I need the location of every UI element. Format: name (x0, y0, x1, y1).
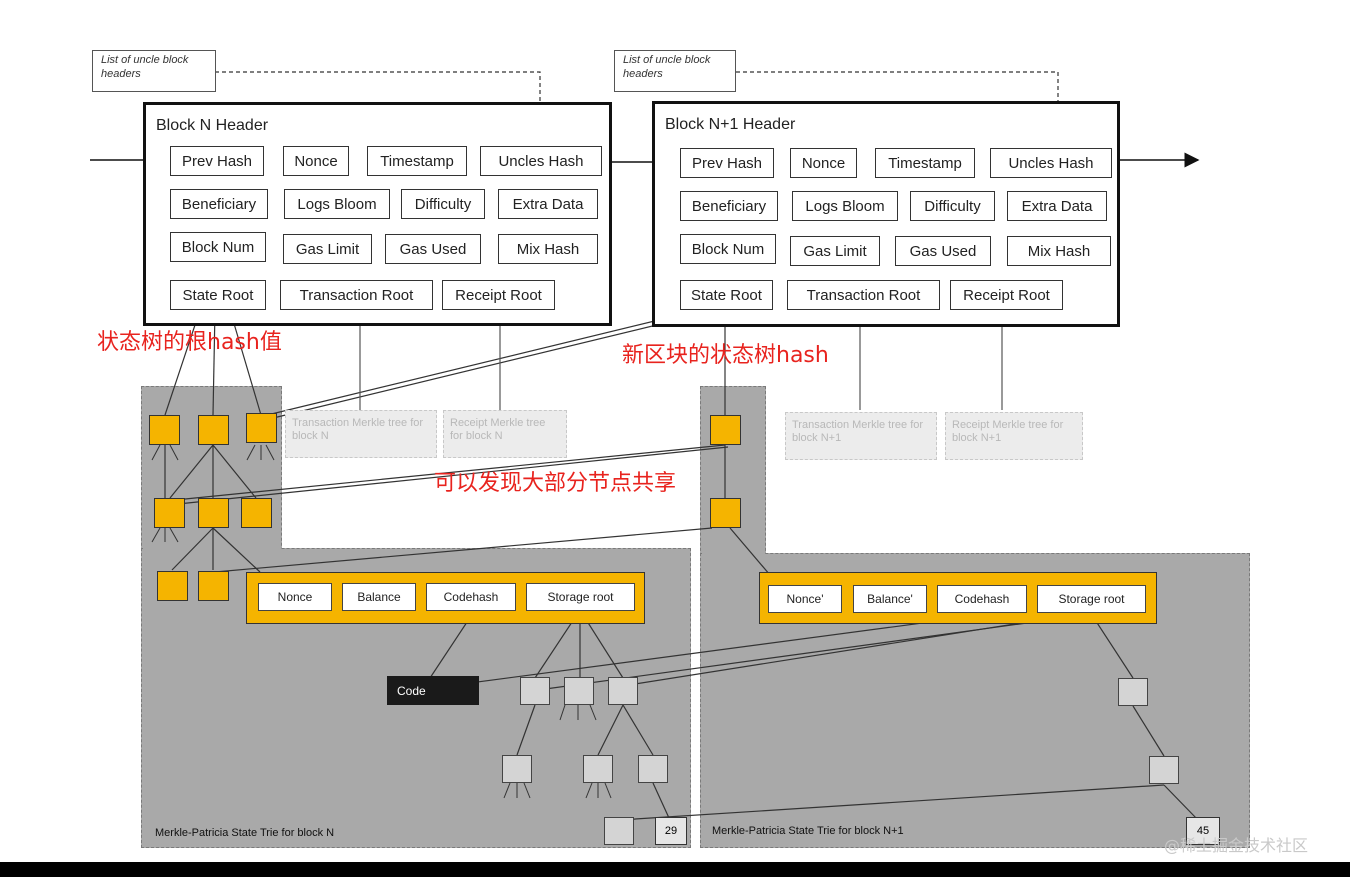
block-n1-prev-hash: Prev Hash (680, 148, 774, 178)
account-n1-codehash: Codehash (937, 585, 1027, 613)
block-n-mix-hash: Mix Hash (498, 234, 598, 264)
block-n-receipt-root: Receipt Root (442, 280, 555, 310)
bottom-bar (0, 862, 1350, 877)
block-n-difficulty: Difficulty (401, 189, 485, 219)
account-n-nonce: Nonce (258, 583, 332, 611)
account-n1-nonce: Nonce' (768, 585, 842, 613)
trie-node (154, 498, 185, 528)
annotation-state-root: 状态树的根hash值 (97, 330, 282, 355)
account-n1-balance: Balance' (853, 585, 927, 613)
block-n-gas-limit: Gas Limit (283, 234, 372, 264)
trie-node (198, 415, 229, 445)
trie-label-left: Merkle-Patricia State Trie for block N (155, 827, 335, 839)
block-n1-gas-limit: Gas Limit (790, 236, 880, 266)
storage-node (1149, 756, 1179, 784)
block-n-gas-used: Gas Used (385, 234, 481, 264)
block-n1-uncles-hash: Uncles Hash (990, 148, 1112, 178)
trie-node (710, 498, 741, 528)
block-n1-timestamp: Timestamp (875, 148, 975, 178)
block-n1-logs-bloom: Logs Bloom (792, 191, 898, 221)
tx-merkle-tree-n: Transaction Merkle tree for block N (285, 410, 437, 458)
block-n-extra-data: Extra Data (498, 189, 598, 219)
account-n-balance: Balance (342, 583, 416, 611)
block-n-logs-bloom: Logs Bloom (284, 189, 390, 219)
receipt-merkle-tree-n: Receipt Merkle tree for block N (443, 410, 567, 458)
node-number-left: 29 (655, 817, 687, 845)
block-n-prev-hash: Prev Hash (170, 146, 264, 176)
block-n-state-root: State Root (170, 280, 266, 310)
storage-node (583, 755, 613, 783)
receipt-merkle-tree-n1: Receipt Merkle tree for block N+1 (945, 412, 1083, 460)
block-n1-block-num: Block Num (680, 234, 776, 264)
block-n-block-num: Block Num (170, 232, 266, 262)
block-n1-transaction-root: Transaction Root (787, 280, 940, 310)
trie-node (198, 571, 229, 601)
code-box: Code (387, 676, 479, 705)
block-n-beneficiary: Beneficiary (170, 189, 268, 219)
trie-node (710, 415, 741, 445)
storage-node (502, 755, 532, 783)
block-n1-difficulty: Difficulty (910, 191, 995, 221)
block-n-transaction-root: Transaction Root (280, 280, 433, 310)
block-n-nonce: Nonce (283, 146, 349, 176)
block-n1-mix-hash: Mix Hash (1007, 236, 1111, 266)
annotation-new-block: 新区块的状态树hash (622, 343, 829, 368)
storage-node (1118, 678, 1148, 706)
block-n1-state-root: State Root (680, 280, 773, 310)
trie-node (198, 498, 229, 528)
account-n1-storage-root: Storage root (1037, 585, 1146, 613)
block-n1-title: Block N+1 Header (665, 116, 796, 133)
block-n1-beneficiary: Beneficiary (680, 191, 778, 221)
block-n-uncles-hash: Uncles Hash (480, 146, 602, 176)
annotation-shared-nodes: 可以发现大部分节点共享 (434, 471, 677, 496)
block-n1-nonce: Nonce (790, 148, 857, 178)
uncle-headers-note-left: List of uncle block headers (92, 50, 216, 92)
account-n-codehash: Codehash (426, 583, 516, 611)
block-n1-gas-used: Gas Used (895, 236, 991, 266)
block-n1-receipt-root: Receipt Root (950, 280, 1063, 310)
storage-node (608, 677, 638, 705)
storage-node (520, 677, 550, 705)
trie-node (241, 498, 272, 528)
storage-node (638, 755, 668, 783)
block-n1-extra-data: Extra Data (1007, 191, 1107, 221)
trie-node (157, 571, 188, 601)
region-merge-left (143, 540, 280, 560)
storage-node (604, 817, 634, 845)
storage-node (564, 677, 594, 705)
block-n-timestamp: Timestamp (367, 146, 467, 176)
node-number-right: 45 (1186, 817, 1220, 845)
account-n-storage-root: Storage root (526, 583, 635, 611)
tx-merkle-tree-n1: Transaction Merkle tree for block N+1 (785, 412, 937, 460)
watermark: @稀土掘金技术社区 (1164, 836, 1309, 855)
uncle-headers-note-right: List of uncle block headers (614, 50, 736, 92)
trie-label-right: Merkle-Patricia State Trie for block N+1 (712, 825, 904, 837)
trie-node (246, 413, 277, 443)
trie-node (149, 415, 180, 445)
block-n-title: Block N Header (156, 117, 269, 134)
